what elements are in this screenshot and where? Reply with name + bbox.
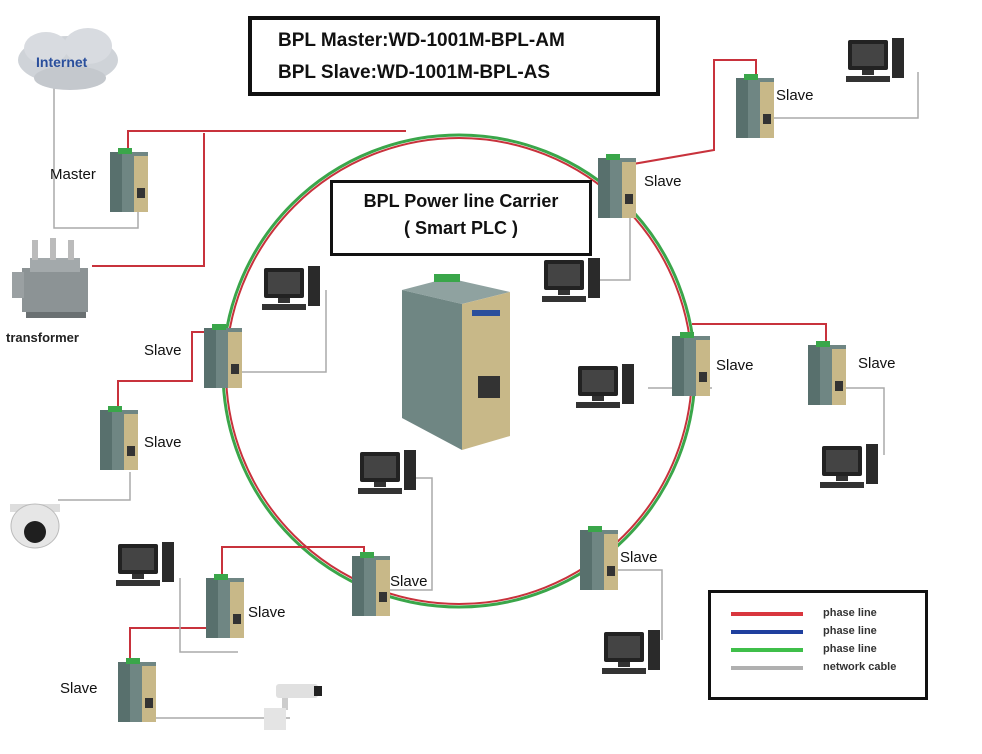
slave-device-icon bbox=[204, 324, 242, 388]
internet-cloud-icon bbox=[18, 28, 118, 90]
computer-icon bbox=[358, 450, 416, 494]
computer-icon bbox=[846, 38, 904, 82]
slave-label: Slave bbox=[248, 604, 286, 621]
legend-label: phase line bbox=[823, 643, 877, 655]
master-device-icon bbox=[110, 148, 148, 212]
slave-device-icon bbox=[672, 332, 710, 396]
legend: phase line phase line phase line network… bbox=[708, 590, 928, 700]
computer-icon bbox=[602, 630, 660, 674]
dome-camera-icon bbox=[10, 503, 60, 549]
computer-icon bbox=[542, 258, 600, 302]
legend-swatch bbox=[731, 648, 803, 652]
master-label: Master bbox=[50, 166, 96, 183]
computer-icon bbox=[576, 364, 634, 408]
plc-subtitle: ( Smart PLC ) bbox=[403, 218, 518, 238]
computer-icon bbox=[820, 444, 878, 488]
legend-item: phase line bbox=[731, 607, 921, 621]
computer-icon bbox=[262, 266, 320, 310]
slave-label: Slave bbox=[716, 357, 754, 374]
slave-device-icon bbox=[736, 74, 774, 138]
transformer-label: transformer bbox=[6, 330, 79, 345]
legend-item: network cable bbox=[731, 661, 921, 675]
slave-label: Slave bbox=[858, 355, 896, 372]
slave-device-icon bbox=[580, 526, 618, 590]
title-box: BPL Master:WD-1001M-BPL-AM BPL Slave:WD-… bbox=[248, 16, 660, 96]
slave-device-icon bbox=[808, 341, 846, 405]
legend-item: phase line bbox=[731, 625, 921, 639]
network-cables bbox=[53, 72, 919, 719]
slave-label: Slave bbox=[60, 680, 98, 697]
slave-label: Slave bbox=[144, 434, 182, 451]
slave-device-icon bbox=[352, 552, 390, 616]
legend-item: phase line bbox=[731, 643, 921, 657]
slave-device-icon bbox=[100, 406, 138, 470]
bullet-camera-icon bbox=[264, 684, 322, 730]
title-master: BPL Master:WD-1001M-BPL-AM bbox=[278, 30, 565, 51]
slave-label: Slave bbox=[144, 342, 182, 359]
plc-title: BPL Power line Carrier bbox=[363, 191, 559, 211]
slave-device-icon bbox=[206, 574, 244, 638]
slave-label: Slave bbox=[776, 87, 814, 104]
slave-device-icon bbox=[598, 154, 636, 218]
title-slave: BPL Slave:WD-1001M-BPL-AS bbox=[278, 62, 551, 83]
central-plc-device-icon bbox=[402, 274, 510, 450]
legend-label: phase line bbox=[823, 607, 877, 619]
slave-label: Slave bbox=[620, 549, 658, 566]
slave-label: Slave bbox=[644, 173, 682, 190]
slave-device-icon bbox=[118, 658, 156, 722]
legend-swatch bbox=[731, 666, 803, 670]
transformer-icon bbox=[12, 238, 88, 318]
legend-label: phase line bbox=[823, 625, 877, 637]
legend-label: network cable bbox=[823, 661, 897, 673]
internet-label: Internet bbox=[36, 54, 88, 70]
slave-label: Slave bbox=[390, 573, 428, 590]
legend-swatch bbox=[731, 630, 803, 634]
computer-icon bbox=[116, 542, 174, 586]
plc-title-box: BPL Power line Carrier ( Smart PLC ) bbox=[330, 180, 592, 256]
legend-swatch bbox=[731, 612, 803, 616]
